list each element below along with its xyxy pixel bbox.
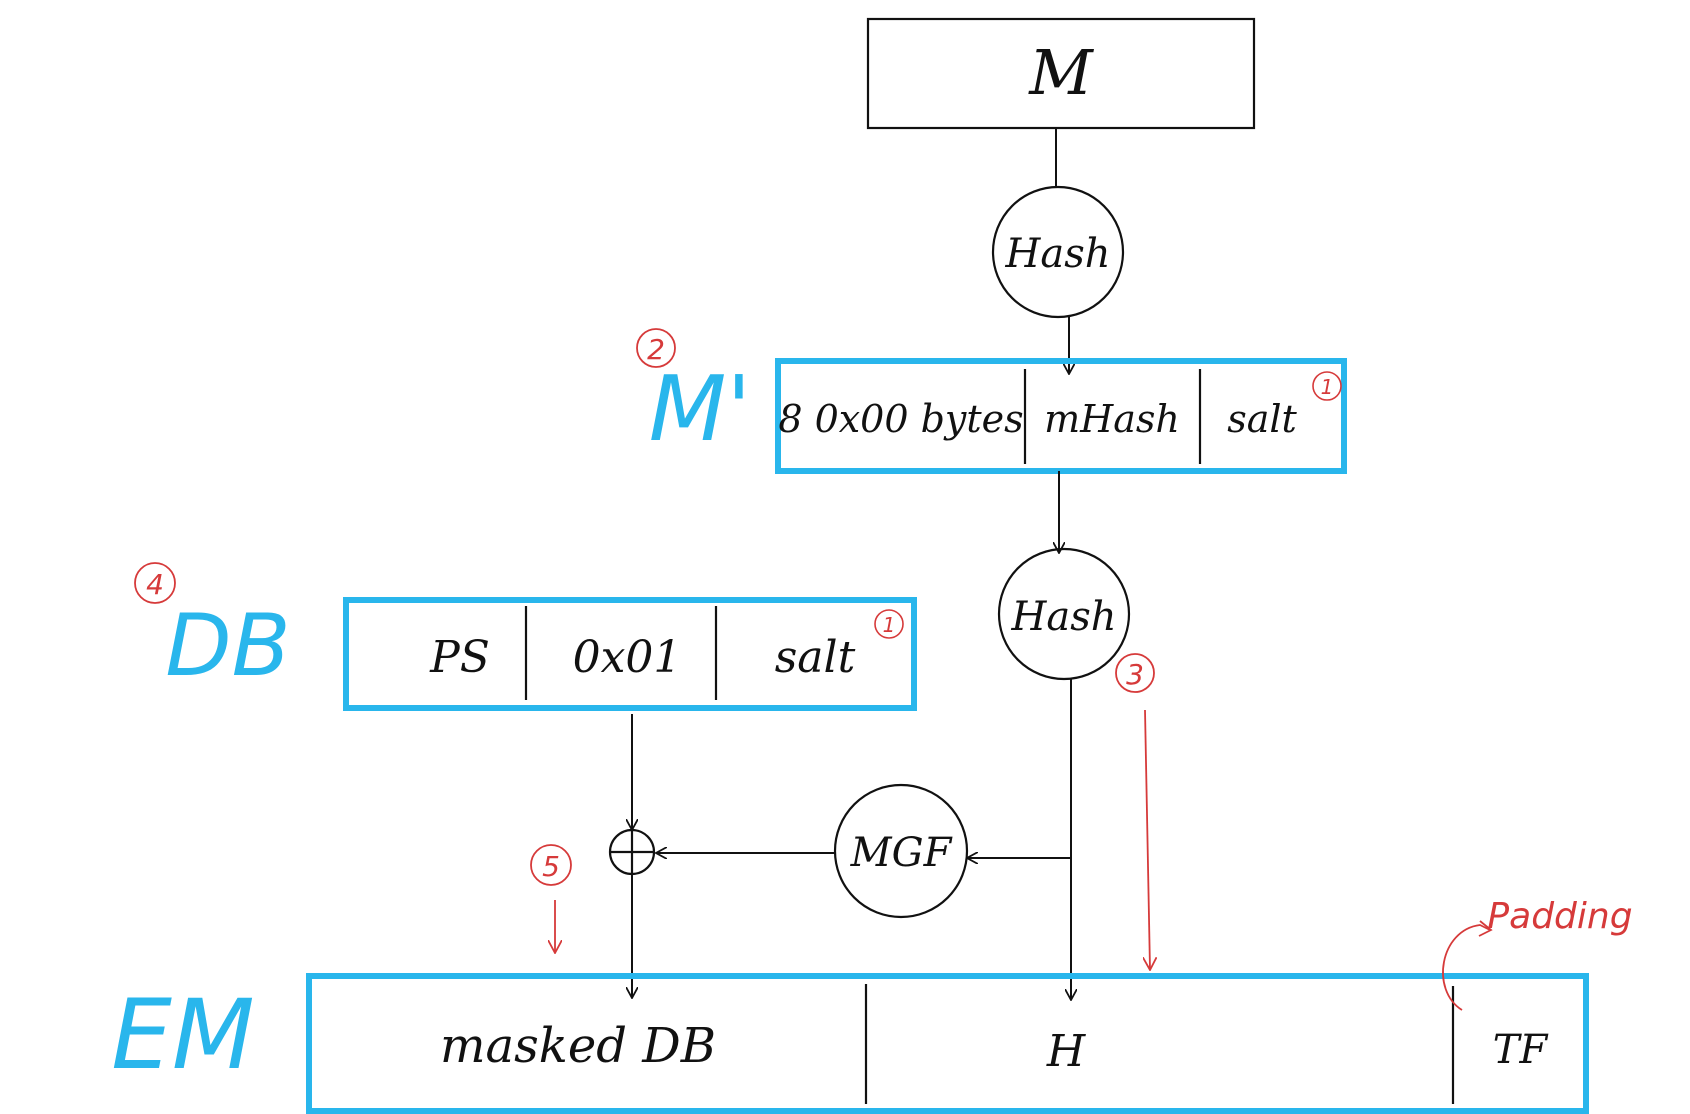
svg-text:4: 4 (146, 568, 164, 601)
svg-text:5: 5 (542, 850, 560, 883)
db-label: DB (165, 596, 290, 696)
em-block: masked DB H TF (306, 973, 1589, 1114)
hash-node-1: Hash (991, 185, 1125, 319)
step-5-badge: 5 (530, 844, 572, 886)
hash-node-2-label: Hash (1010, 594, 1116, 640)
hash-node-1-label: Hash (1004, 231, 1110, 277)
padding-annotation: Padding (1442, 896, 1633, 1011)
step-1-badge-db: 1 (874, 609, 904, 639)
db-ps-cell: PS (429, 632, 490, 683)
message-label: M (1028, 36, 1094, 109)
hash-node-2: Hash (997, 547, 1131, 681)
step-3-badge: 3 (1115, 653, 1155, 693)
em-masked-db-cell: masked DB (440, 1018, 716, 1074)
svg-text:1: 1 (1321, 375, 1334, 399)
em-tf-cell: TF (1493, 1027, 1549, 1073)
mgf-label: MGF (850, 830, 953, 876)
svg-text:3: 3 (1126, 658, 1144, 691)
step-4-badge: 4 (134, 562, 176, 604)
m-prime-block: 8 0x00 bytes mHash salt (775, 358, 1347, 474)
em-label: EM (111, 979, 254, 1091)
xor-icon (608, 828, 656, 876)
padding-label: Padding (1487, 896, 1632, 937)
m-prime-salt-cell: salt (1227, 397, 1297, 441)
em-h-cell: H (1046, 1026, 1087, 1077)
svg-text:1: 1 (883, 613, 896, 637)
db-salt-cell: salt (775, 632, 856, 683)
db-block: PS 0x01 salt (343, 597, 917, 711)
db-separator-cell: 0x01 (573, 632, 682, 683)
m-prime-label: M' (649, 357, 751, 462)
step-1-badge-mprime: 1 (1312, 371, 1342, 401)
step-2-badge: 2 (636, 328, 676, 368)
m-prime-padding-cell: 8 0x00 bytes (778, 397, 1023, 441)
svg-text:2: 2 (647, 333, 665, 366)
message-block: M (866, 17, 1256, 130)
mgf-node: MGF (833, 783, 969, 919)
step-3-arrow (1145, 709, 1150, 970)
m-prime-mhash-cell: mHash (1044, 397, 1180, 441)
